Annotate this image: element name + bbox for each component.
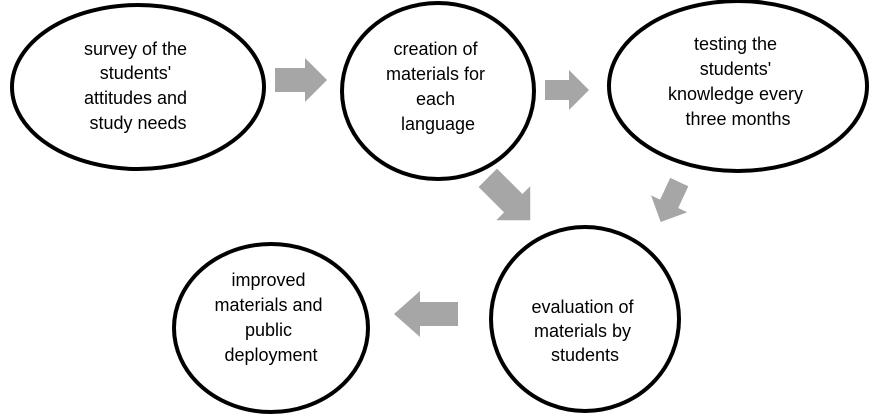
node-survey: survey of the students' attitudes and st… (10, 3, 266, 171)
node-testing-line: students' (700, 59, 771, 79)
node-evaluation: evaluation of materials by students (489, 225, 681, 413)
node-improved-ellipse (172, 242, 370, 414)
node-testing-line: testing the (694, 34, 777, 54)
arrow-creation-to-testing (545, 70, 589, 110)
arrow-evaluation-to-improved (394, 291, 458, 337)
node-improved-line: improved (231, 270, 305, 290)
node-testing-line: three months (685, 109, 790, 129)
node-testing-ellipse (607, 0, 869, 173)
node-evaluation-line: materials by (534, 321, 631, 341)
node-survey-ellipse (10, 3, 266, 171)
node-creation-ellipse (340, 1, 536, 181)
node-evaluation-label: evaluation of materials by students (531, 297, 638, 365)
arrow-testing-to-evaluation (651, 177, 689, 222)
node-creation-line: materials for (386, 64, 485, 84)
node-improved: improved materials and public deployment (172, 242, 370, 414)
node-testing: testing the students' knowledge every th… (607, 0, 869, 173)
node-evaluation-line: students (551, 345, 619, 365)
node-creation-line: language (401, 114, 475, 134)
node-survey-label: survey of the students' attitudes and st… (84, 39, 192, 133)
node-improved-line: deployment (224, 345, 317, 365)
node-evaluation-line: evaluation of (531, 297, 634, 317)
node-survey-line: survey of the (84, 39, 187, 59)
node-creation-line: creation of (393, 39, 478, 59)
node-improved-label: improved materials and public deployment (214, 270, 327, 365)
arrow-creation-to-evaluation (478, 168, 531, 221)
node-improved-line: public (245, 320, 292, 340)
node-survey-line: students' (100, 63, 171, 83)
node-survey-line: attitudes and (84, 88, 187, 108)
node-testing-label: testing the students' knowledge every th… (668, 34, 808, 129)
node-creation-line: each (416, 89, 455, 109)
node-creation-label: creation of materials for each language (386, 39, 490, 134)
node-evaluation-ellipse (489, 225, 681, 413)
node-improved-line: materials and (214, 295, 322, 315)
node-creation: creation of materials for each language (340, 1, 536, 181)
node-survey-line: study needs (89, 113, 186, 133)
arrow-survey-to-creation (275, 58, 327, 102)
node-testing-line: knowledge every (668, 84, 803, 104)
